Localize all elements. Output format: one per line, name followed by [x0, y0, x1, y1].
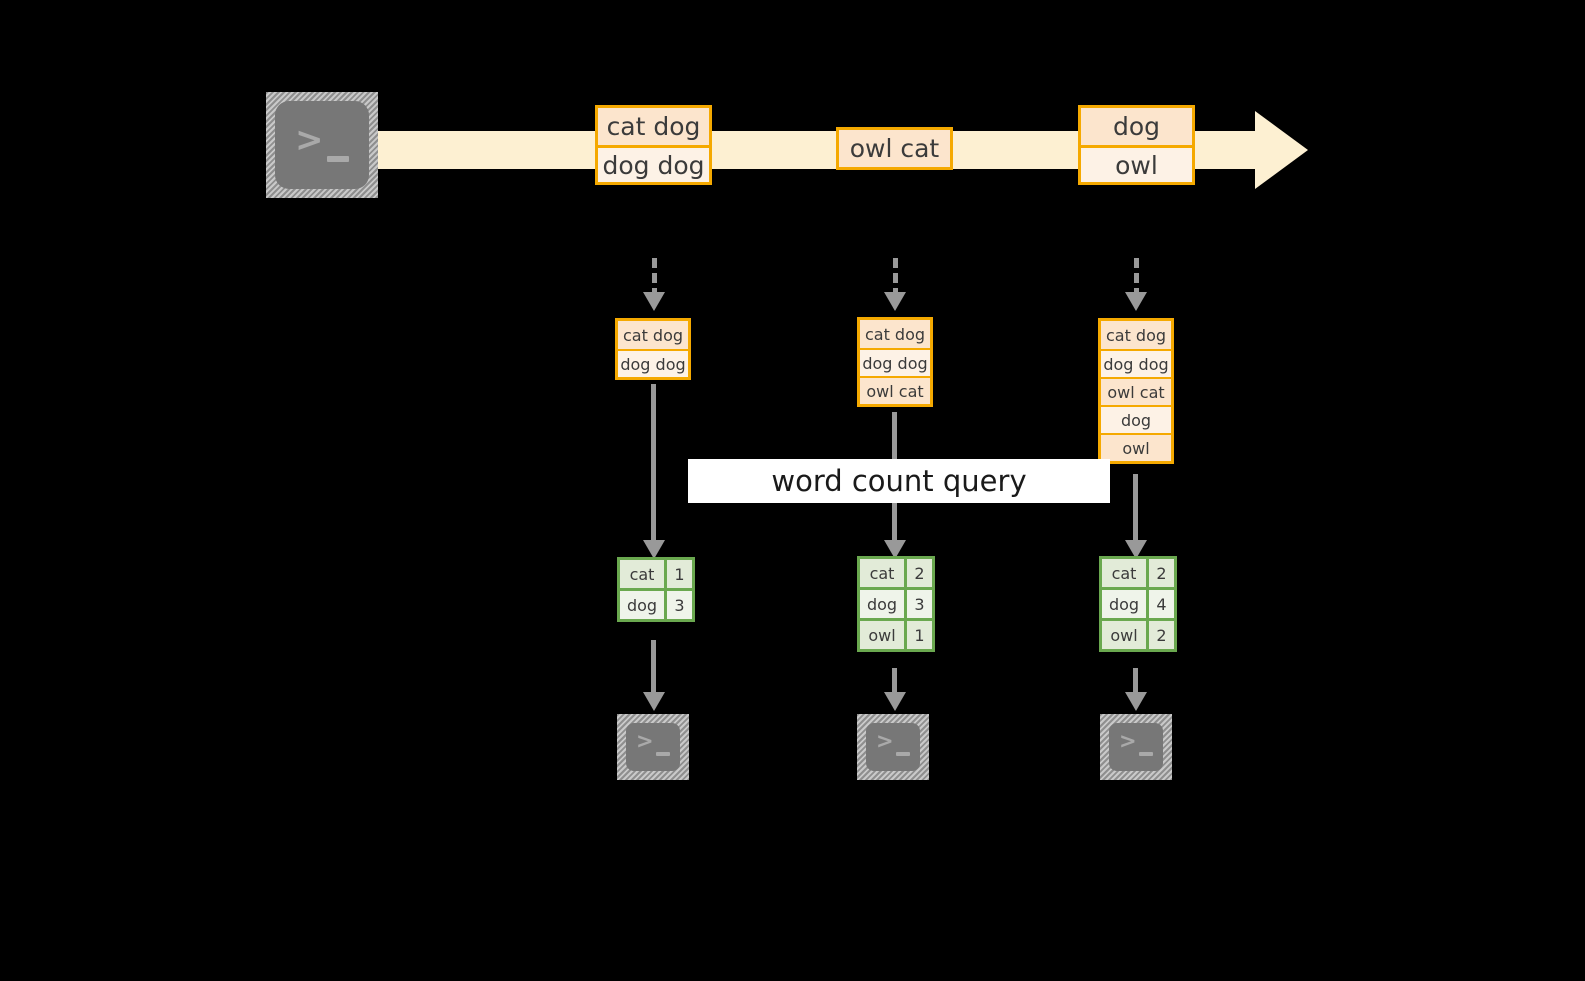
word-cell: owl [860, 621, 904, 649]
snapshot-1: cat dog dog dog [615, 318, 691, 380]
stream-record: owl [1081, 145, 1192, 182]
dashed-connector-1 [652, 258, 657, 298]
sink-connector-3 [1133, 668, 1138, 700]
count-cell: 2 [1146, 559, 1174, 587]
word-cell: cat [1102, 559, 1146, 587]
sink-terminal-icon-1: > [617, 714, 689, 780]
query-label: word count query [771, 464, 1027, 498]
terminal-cursor-icon [327, 156, 349, 162]
stream-batch-1: cat dog dog dog [595, 105, 712, 185]
table-row: owl 1 [860, 618, 932, 649]
source-terminal-icon: > [266, 92, 378, 198]
sink-connector-2-head-icon [884, 692, 906, 711]
snapshot-record: dog dog [618, 349, 688, 377]
table-row: owl 2 [1102, 618, 1174, 649]
dashed-connector-1-head-icon [643, 292, 665, 311]
terminal-cursor-icon [1139, 752, 1153, 756]
table-row: cat 1 [620, 560, 692, 588]
count-cell: 4 [1146, 590, 1174, 618]
query-label-band: word count query [688, 459, 1110, 503]
query-connector-3-head-icon [1125, 540, 1147, 559]
sink-connector-1 [651, 640, 656, 700]
word-cell: cat [860, 559, 904, 587]
result-table-2: cat 2 dog 3 owl 1 [857, 556, 935, 652]
sink-connector-3-head-icon [1125, 692, 1147, 711]
count-cell: 3 [904, 590, 932, 618]
snapshot-2: cat dog dog dog owl cat [857, 317, 933, 407]
terminal-chevron-icon: > [876, 729, 894, 753]
snapshot-record: dog dog [860, 348, 930, 376]
query-connector-3 [1133, 474, 1138, 552]
stream-record: owl cat [839, 130, 950, 167]
snapshot-record: owl cat [1101, 377, 1171, 405]
snapshot-record: owl cat [860, 376, 930, 404]
snapshot-record: cat dog [1101, 321, 1171, 349]
terminal-chevron-icon: > [636, 729, 654, 753]
sink-connector-2 [892, 668, 897, 700]
sink-terminal-icon-3: > [1100, 714, 1172, 780]
dashed-connector-3 [1134, 258, 1139, 298]
word-cell: dog [620, 591, 664, 619]
sink-terminal-icon-2: > [857, 714, 929, 780]
stream-record: cat dog [598, 108, 709, 145]
count-cell: 2 [904, 559, 932, 587]
snapshot-record: owl [1101, 433, 1171, 461]
terminal-chevron-icon: > [295, 120, 324, 160]
table-row: dog 4 [1102, 587, 1174, 618]
count-cell: 1 [664, 560, 692, 588]
sink-connector-1-head-icon [643, 692, 665, 711]
word-cell: dog [860, 590, 904, 618]
stream-batch-3: dog owl [1078, 105, 1195, 185]
snapshot-record: dog [1101, 405, 1171, 433]
stream-batch-2: owl cat [836, 127, 953, 170]
dashed-connector-3-head-icon [1125, 292, 1147, 311]
table-row: cat 2 [1102, 559, 1174, 587]
table-row: cat 2 [860, 559, 932, 587]
terminal-cursor-icon [656, 752, 670, 756]
stream-arrowhead-icon [1255, 111, 1308, 189]
result-table-3: cat 2 dog 4 owl 2 [1099, 556, 1177, 652]
query-connector-2-head-icon [884, 540, 906, 559]
terminal-cursor-icon [896, 752, 910, 756]
snapshot-3: cat dog dog dog owl cat dog owl [1098, 318, 1174, 464]
terminal-chevron-icon: > [1119, 729, 1137, 753]
dashed-connector-2 [893, 258, 898, 298]
stream-record: dog dog [598, 145, 709, 182]
word-cell: dog [1102, 590, 1146, 618]
word-cell: cat [620, 560, 664, 588]
table-row: dog 3 [860, 587, 932, 618]
result-table-1: cat 1 dog 3 [617, 557, 695, 622]
query-connector-1 [651, 384, 656, 552]
word-cell: owl [1102, 621, 1146, 649]
count-cell: 3 [664, 591, 692, 619]
query-connector-1-head-icon [643, 540, 665, 559]
count-cell: 1 [904, 621, 932, 649]
snapshot-record: dog dog [1101, 349, 1171, 377]
dashed-connector-2-head-icon [884, 292, 906, 311]
snapshot-record: cat dog [860, 320, 930, 348]
snapshot-record: cat dog [618, 321, 688, 349]
stream-record: dog [1081, 108, 1192, 145]
table-row: dog 3 [620, 588, 692, 619]
count-cell: 2 [1146, 621, 1174, 649]
